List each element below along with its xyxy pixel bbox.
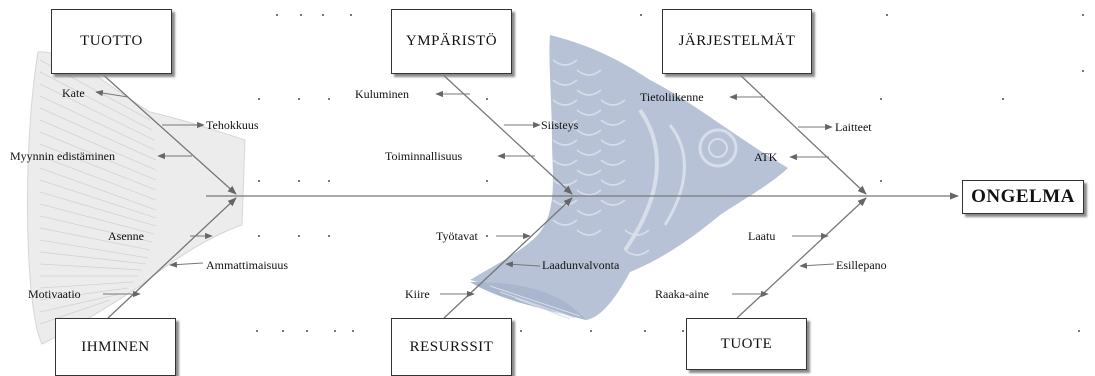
- cause-toiminnallisuus: Toiminnallisuus: [385, 149, 462, 163]
- category-ihminen: IHMINEN: [55, 318, 176, 376]
- cause-motivaatio: Motivaatio: [28, 287, 81, 301]
- cause-laatu: Laatu: [748, 229, 775, 243]
- cause-ammattimaisuus: Ammattimaisuus: [206, 258, 288, 272]
- category-jarjestelmat: JÄRJESTELMÄT: [662, 9, 812, 74]
- cause-esillepano: Esillepano: [836, 258, 887, 272]
- cause-kiire: Kiire: [405, 287, 430, 301]
- cause-kate: Kate: [62, 86, 85, 100]
- cause-tehokkuus: Tehokkuus: [206, 118, 259, 132]
- cause-laitteet: Laitteet: [835, 120, 872, 134]
- cause-tietoliikenne: Tietoliikenne: [640, 90, 704, 104]
- category-tuote: TUOTE: [686, 318, 807, 370]
- cause-siisteys: Siisteys: [541, 118, 578, 132]
- category-ymparisto: YMPÄRISTÖ: [391, 9, 512, 74]
- arrow-esillepano: [800, 264, 834, 266]
- cause-asenne: Asenne: [108, 229, 144, 243]
- cause-raakaaine: Raaka-aine: [655, 287, 709, 301]
- category-tuotto: TUOTTO: [51, 9, 172, 74]
- cause-laadunvalvonta: Laadunvalvonta: [542, 258, 619, 272]
- arrow-ammattimaisuus: [170, 263, 203, 265]
- fish-body: [470, 35, 788, 320]
- cause-atk: ATK: [754, 150, 777, 164]
- category-resurssit: RESURSSIT: [391, 318, 512, 376]
- problem-box: ONGELMA: [962, 180, 1084, 214]
- cause-myynnin: Myynnin edistäminen: [10, 149, 115, 163]
- cause-kuluminen: Kuluminen: [355, 87, 409, 101]
- cause-tyotavat: Työtavat: [436, 229, 478, 243]
